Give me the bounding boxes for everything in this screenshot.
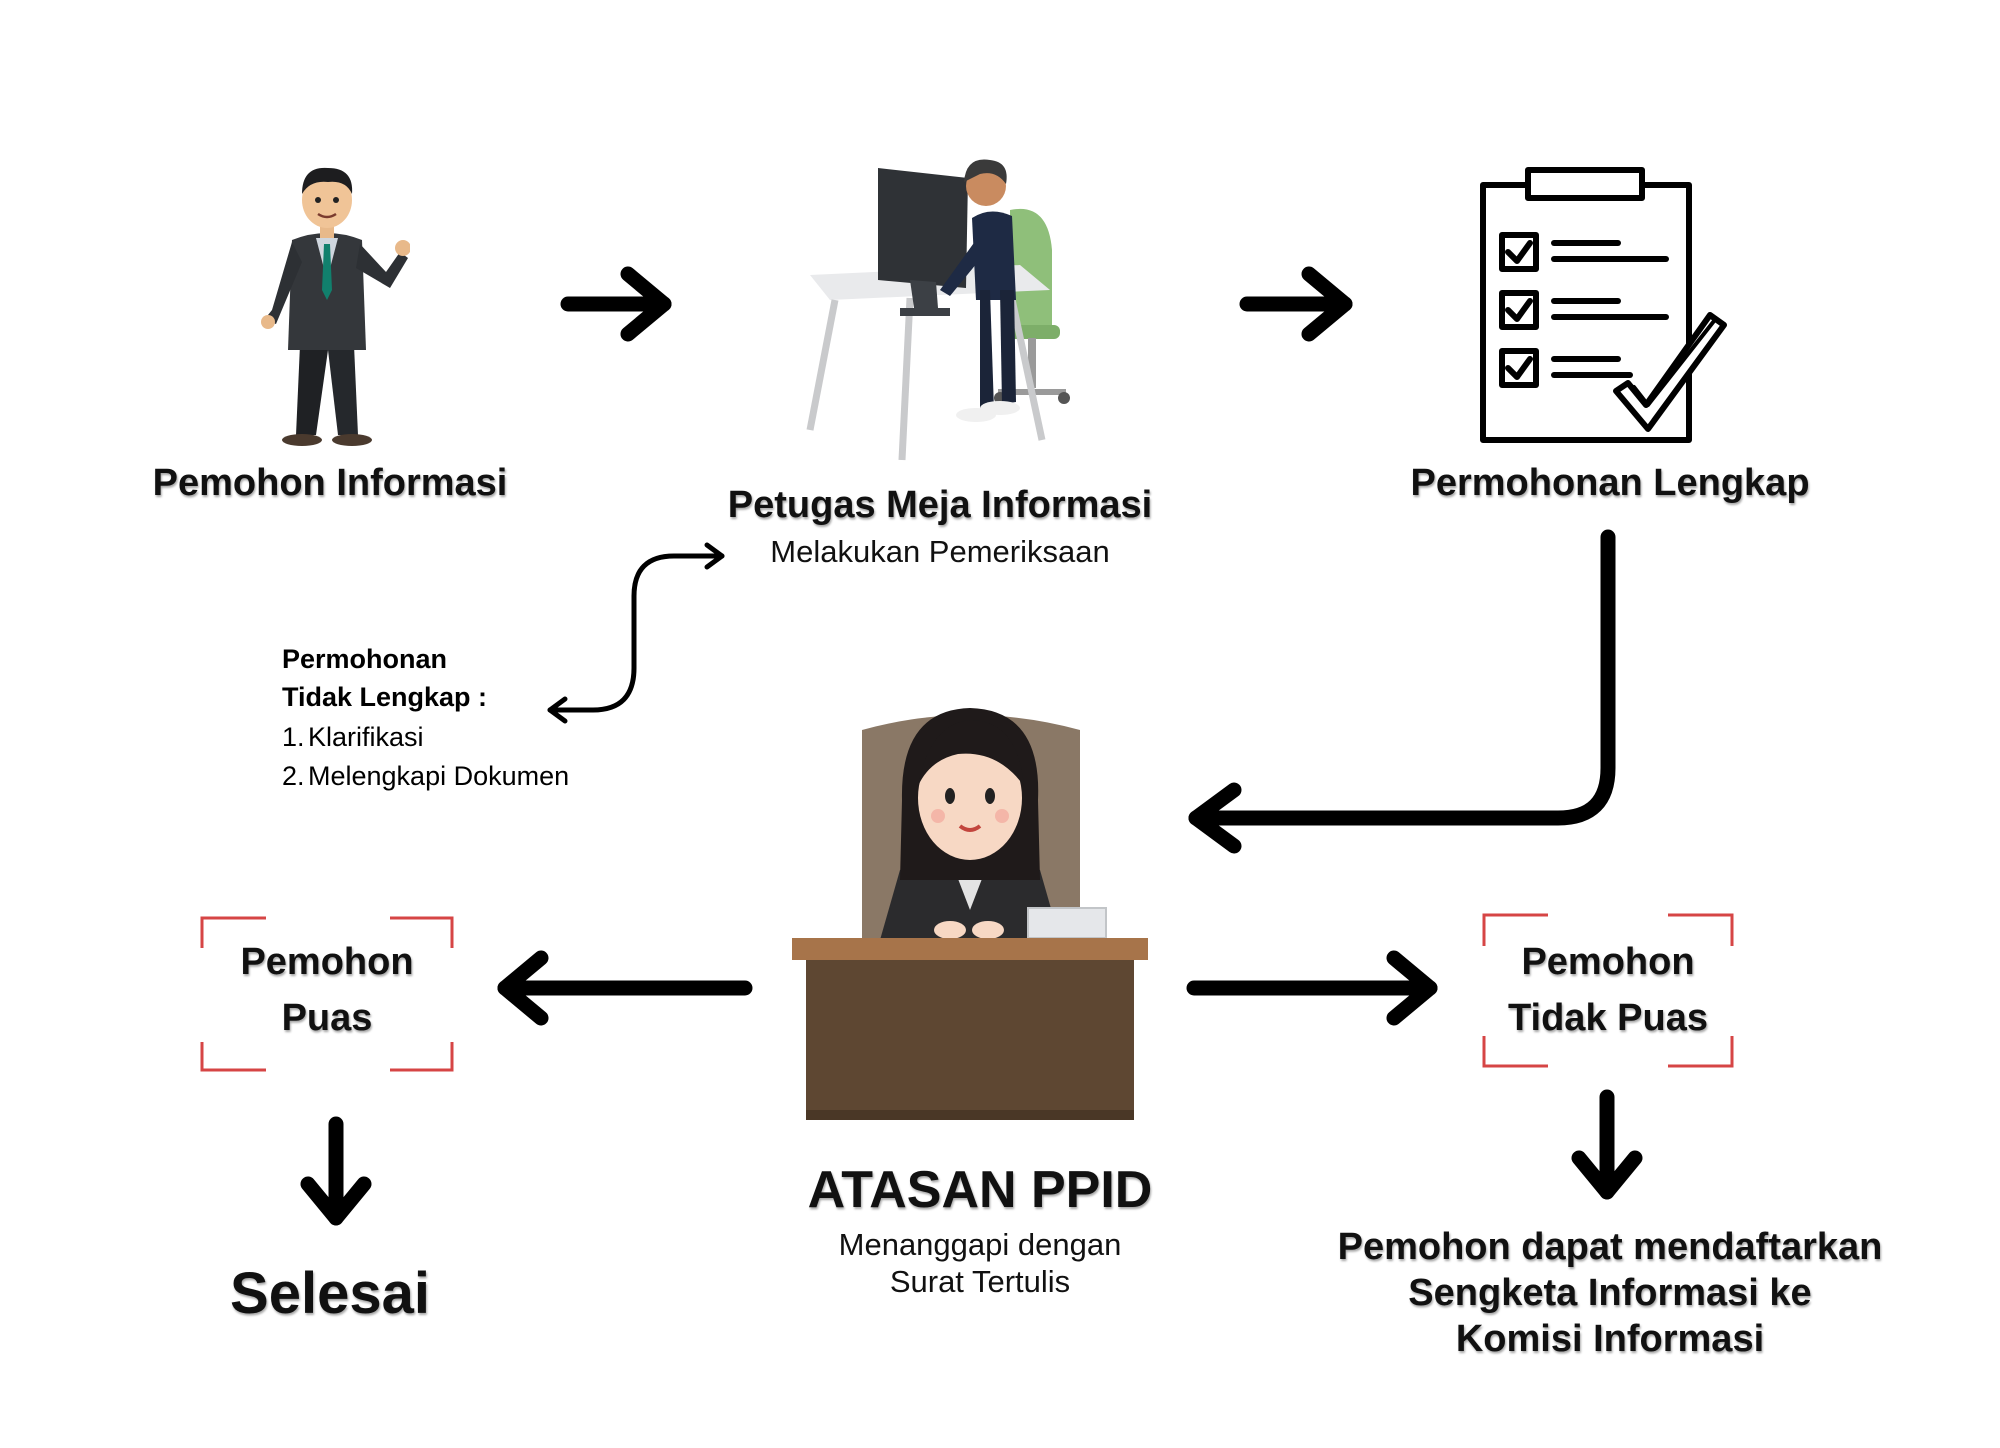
label-sengketa-line2: Sengketa Informasi ke — [1408, 1272, 1812, 1314]
label-permohonan-lengkap: Permohonan Lengkap — [1410, 462, 1810, 504]
label-tidak-puas-line1: Pemohon — [1521, 941, 1695, 983]
arrow-tidak-lengkap-to-petugas — [547, 542, 725, 724]
list-item-number: 1. — [282, 722, 305, 752]
frame-tidak-puas — [1482, 913, 1734, 1068]
tidak-lengkap-title-2: Tidak Lengkap : — [282, 682, 488, 712]
arrow-lengkap-to-atasan — [1188, 529, 1616, 854]
arrow-atasan-to-puas — [497, 950, 753, 1026]
label-selesai: Selesai — [230, 1261, 430, 1326]
list-item-number: 2. — [282, 761, 305, 791]
arrow-pemohon-to-petugas — [560, 266, 672, 342]
label-atasan-subtitle-1: Menanggapi dengan — [838, 1227, 1122, 1262]
label-sengketa-line1: Pemohon dapat mendaftarkan — [1337, 1226, 1883, 1268]
atasan-desk-icon — [792, 708, 1148, 1120]
petugas-desk-icon — [806, 159, 1070, 461]
label-puas-line1: Pemohon — [240, 941, 414, 983]
list-item-text: Melengkapi Dokumen — [308, 761, 570, 791]
label-tidak-puas-line2: Tidak Puas — [1508, 997, 1708, 1039]
label-petugas-subtitle: Melakukan Pemeriksaan — [770, 534, 1110, 569]
arrow-atasan-to-tidak-puas — [1186, 950, 1438, 1026]
label-atasan-subtitle-2: Surat Tertulis — [889, 1264, 1071, 1299]
tidak-lengkap-title-1: Permohonan — [282, 644, 448, 674]
tidak-lengkap-list: 1.Klarifikasi 2.Melengkapi Dokumen — [282, 718, 612, 796]
list-item: 2.Melengkapi Dokumen — [282, 757, 612, 796]
label-pemohon-informasi: Pemohon Informasi — [152, 462, 508, 504]
arrow-petugas-to-lengkap — [1239, 266, 1353, 342]
frame-puas — [200, 916, 454, 1072]
arrow-puas-to-selesai — [300, 1116, 372, 1226]
arrow-tidak-puas-to-sengketa — [1571, 1089, 1643, 1200]
list-item: 1.Klarifikasi — [282, 718, 612, 757]
label-petugas-title: Petugas Meja Informasi — [727, 484, 1153, 526]
label-sengketa-line3: Komisi Informasi — [1455, 1318, 1765, 1360]
label-atasan-title: ATASAN PPID — [807, 1161, 1153, 1219]
pemohon-figure-icon — [261, 167, 410, 446]
label-puas-line2: Puas — [281, 997, 373, 1039]
tidak-lengkap-block: Permohonan Tidak Lengkap : 1.Klarifikasi… — [282, 640, 612, 796]
clipboard-checklist-icon — [1480, 167, 1727, 443]
list-item-text: Klarifikasi — [308, 722, 424, 752]
